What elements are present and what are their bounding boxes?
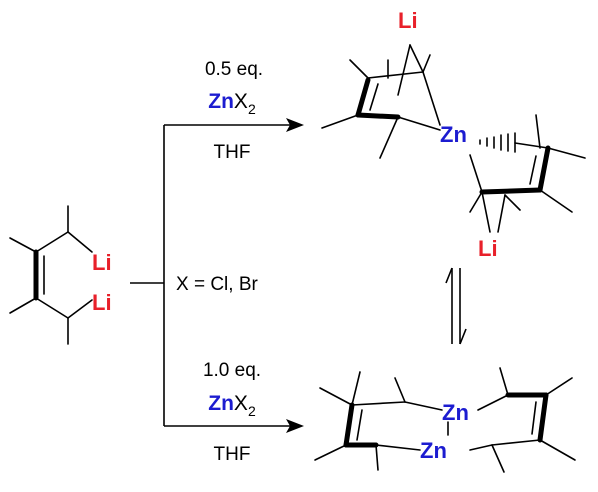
starting-material: Li Li — [9, 205, 112, 345]
li-carbon-bond — [481, 191, 491, 233]
ring-bond — [351, 401, 406, 406]
c-li-bond — [67, 299, 93, 319]
half-arrowhead-up — [445, 267, 453, 284]
methyl-bond — [375, 444, 379, 471]
zinc-atom: Zn — [442, 400, 469, 425]
reagent-formula-bottom: ZnX2 — [208, 392, 256, 419]
methyl-bond — [504, 194, 521, 211]
backbone-bond — [35, 231, 69, 253]
ring-bold-bond — [355, 77, 371, 118]
zn-carbon-bond — [469, 444, 493, 451]
zinc-atom: Zn — [420, 438, 447, 463]
arrowhead-top — [286, 118, 304, 132]
methyl-bond — [547, 147, 586, 159]
methyl-bond — [539, 189, 573, 213]
methyl-bond — [314, 444, 347, 461]
methyl-bond — [321, 114, 359, 129]
li-carbon-bond — [409, 44, 424, 73]
reaction-arrows — [130, 118, 304, 433]
ring-bond — [367, 71, 424, 79]
halide-subscript: 2 — [248, 101, 256, 117]
zn-carbon-bond — [422, 71, 441, 126]
zn-carbon-bond — [375, 444, 421, 451]
zn-carbon-bond — [404, 401, 443, 411]
halide-condition: X = Cl, Br — [176, 274, 258, 295]
methyl-bond — [499, 367, 509, 396]
li-carbon-bond — [397, 44, 411, 96]
lithium-atom: Li — [92, 250, 112, 275]
inner-double-bond — [531, 401, 537, 435]
methyl-bond — [422, 54, 431, 73]
ring-bold-bond — [343, 402, 355, 448]
equilibrium-arrows — [445, 267, 467, 345]
methyl-bond — [379, 116, 399, 159]
ring-bold-bond — [537, 145, 551, 193]
lithium-atom: Li — [92, 290, 112, 315]
ring-bold-bond — [537, 392, 549, 443]
hashed-bond — [479, 132, 516, 153]
spiro-zincate: Li Zn Li — [321, 8, 586, 261]
zn-carbon-bond — [469, 154, 483, 193]
lithium-atom: Li — [398, 8, 418, 33]
solvent-top: THF — [214, 142, 251, 163]
li-carbon-bond — [497, 194, 506, 233]
methyl-bond — [469, 191, 483, 213]
methyl-bond — [491, 444, 505, 473]
zinc-atom: Zn — [440, 122, 467, 147]
arrowhead-bottom — [286, 419, 304, 433]
inner-double-bond — [356, 409, 363, 441]
methyl-bond — [349, 59, 369, 79]
zinc-symbol: Zn — [208, 90, 234, 113]
solvent-bottom: THF — [214, 444, 251, 465]
halide-symbol: X — [234, 392, 248, 415]
methyl-bond — [351, 371, 361, 406]
backbone-bond — [35, 297, 69, 319]
c-li-bond — [67, 231, 93, 253]
halide-symbol: X — [234, 90, 248, 113]
methyl-bond — [394, 377, 406, 403]
reagent-amount-bottom: 1.0 eq. — [203, 360, 261, 381]
ring-bold-bond — [479, 187, 543, 195]
methyl-bond — [9, 297, 37, 314]
methyl-bond — [545, 377, 573, 396]
halide-subscript: 2 — [248, 403, 256, 419]
zinc-symbol: Zn — [208, 392, 234, 415]
zn-carbon-bond — [477, 394, 509, 411]
ring-bond — [514, 142, 549, 149]
reagent-formula-top: ZnX2 — [208, 90, 256, 117]
methyl-bond — [539, 439, 576, 461]
dizinc-dimer: Zn Zn — [314, 367, 576, 473]
lithium-atom: Li — [478, 236, 498, 261]
methyl-bond — [319, 387, 353, 406]
reagent-amount-top: 0.5 eq. — [205, 59, 263, 80]
inner-double-bond — [369, 83, 379, 111]
zn-carbon-bond — [397, 116, 441, 131]
ring-bold-bond — [355, 112, 401, 120]
methyl-bond — [9, 237, 37, 253]
ring-bond — [491, 439, 541, 446]
inner-double-bond — [529, 155, 537, 185]
half-arrowhead-down — [459, 328, 467, 345]
methyl-bond — [535, 114, 541, 149]
